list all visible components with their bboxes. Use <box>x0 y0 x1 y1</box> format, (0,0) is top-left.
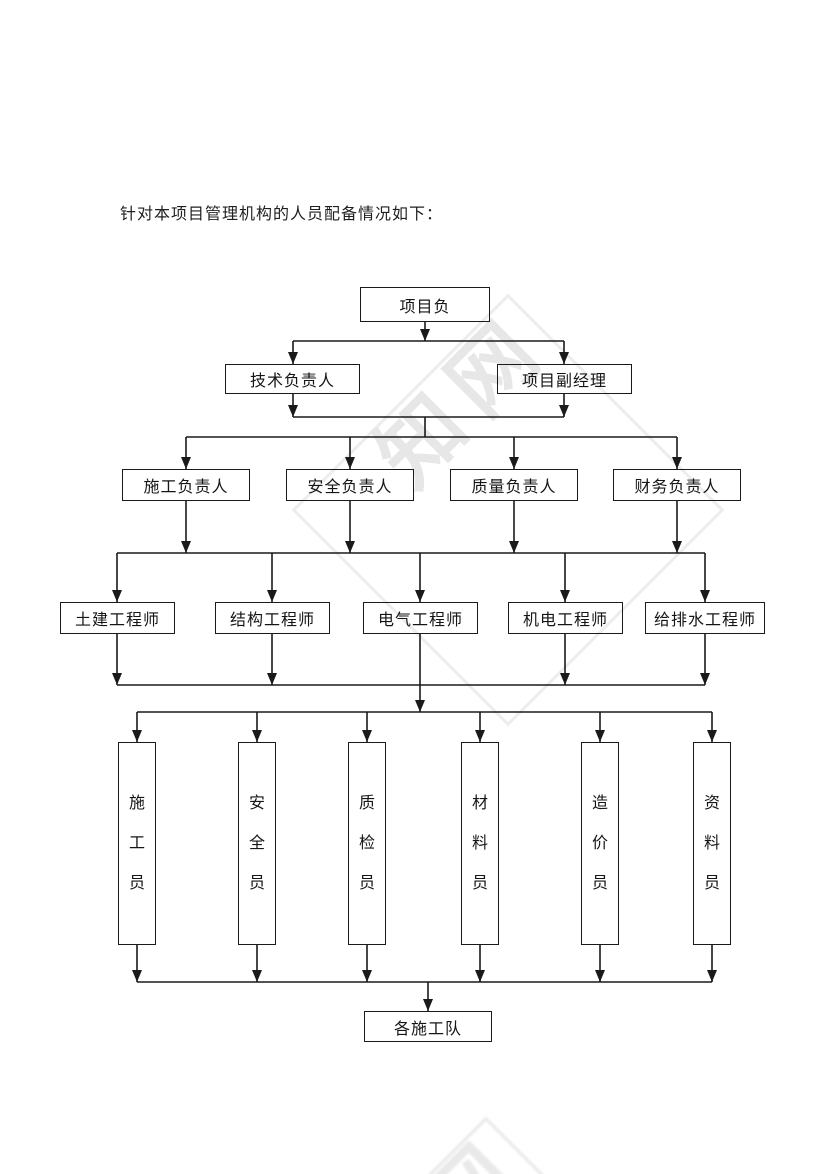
box-safety-lead: 安全负责人 <box>286 469 414 501</box>
box-technical-director: 技术负责人 <box>225 364 360 394</box>
box-quality-inspector: 质检员 <box>348 742 386 945</box>
box-construction-teams: 各施工队 <box>364 1011 492 1042</box>
box-quality-lead: 质量负责人 <box>450 469 578 501</box>
box-mechanical-electrical-engineer: 机电工程师 <box>508 602 623 634</box>
box-deputy-project-manager: 项目副经理 <box>497 364 632 394</box>
box-finance-lead: 财务负责人 <box>613 469 741 501</box>
page-title: 针对本项目管理机构的人员配备情况如下： <box>120 206 444 223</box>
vbox-label: 施工员 <box>128 794 145 892</box>
vbox-label: 材料员 <box>471 794 488 892</box>
box-plumbing-engineer: 给排水工程师 <box>645 602 765 634</box>
vbox-label: 安全员 <box>248 794 265 892</box>
vbox-label: 资料员 <box>703 794 720 892</box>
box-material-officer: 材料员 <box>461 742 499 945</box>
box-safety-officer: 安全员 <box>238 742 276 945</box>
box-project-manager: 项目负 <box>360 287 490 322</box>
box-document-controller: 资料员 <box>693 742 731 945</box>
box-civil-engineer: 土建工程师 <box>60 602 175 634</box>
box-electrical-engineer: 电气工程师 <box>363 602 478 634</box>
vbox-label: 造价员 <box>591 794 608 892</box>
vbox-label: 质检员 <box>358 794 375 892</box>
box-structural-engineer: 结构工程师 <box>215 602 330 634</box>
box-construction-worker: 施工员 <box>118 742 156 945</box>
box-construction-lead: 施工负责人 <box>122 469 250 501</box>
box-cost-estimator: 造价员 <box>581 742 619 945</box>
